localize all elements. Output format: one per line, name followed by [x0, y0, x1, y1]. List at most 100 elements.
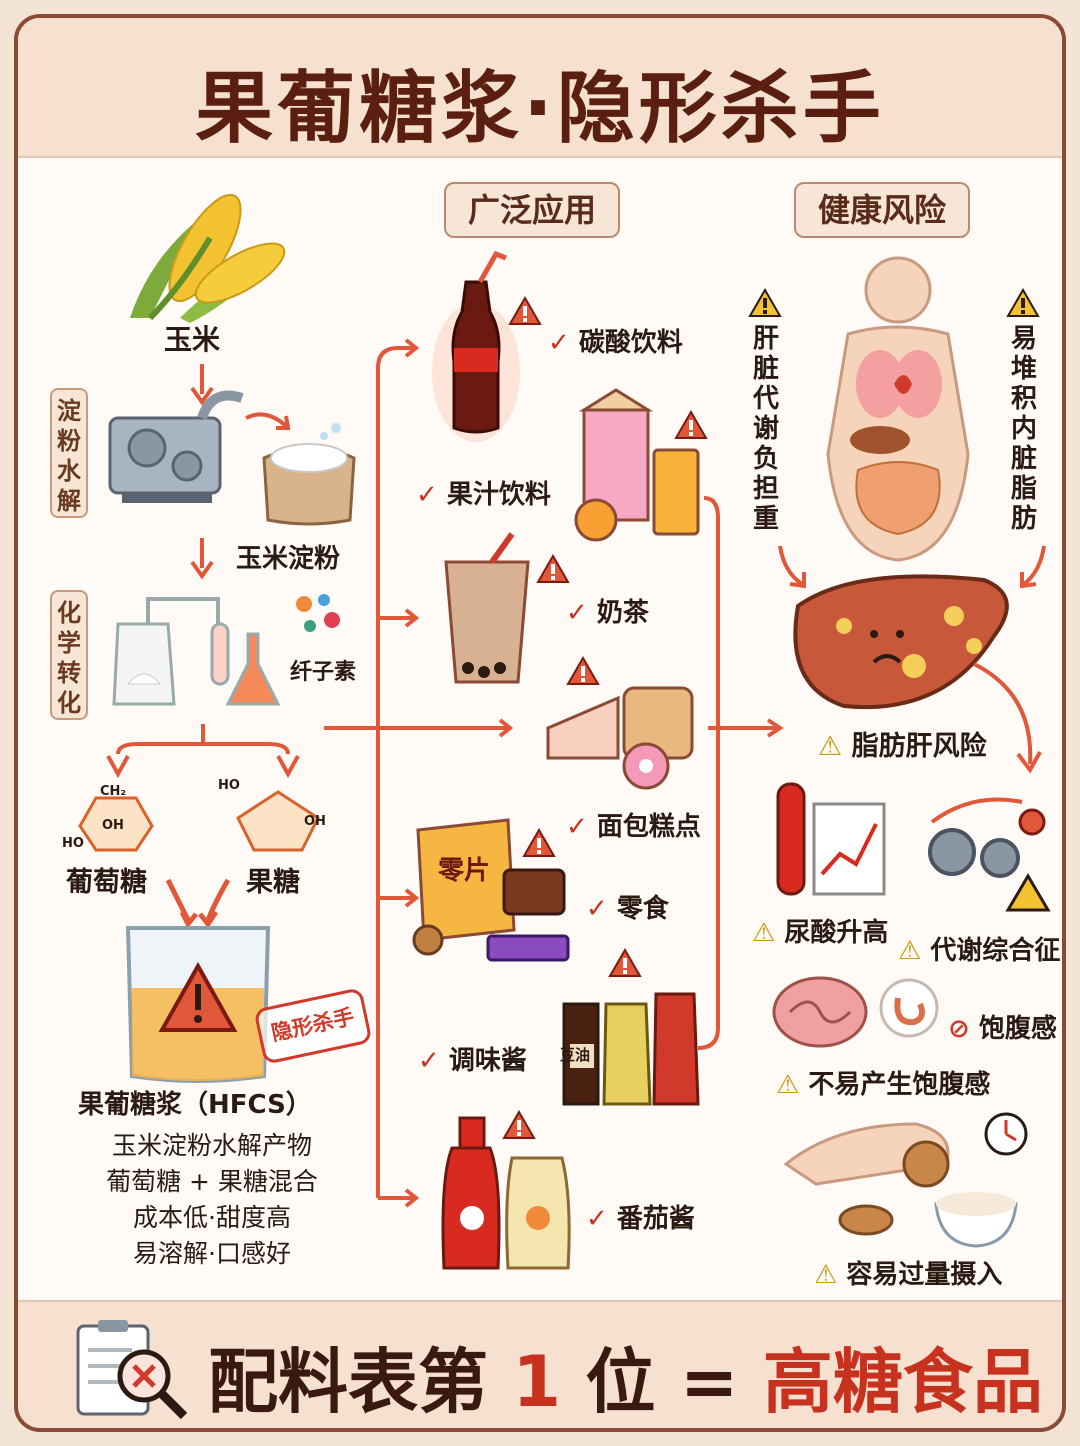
check-icon: ✓: [418, 1046, 440, 1076]
arrow-right-icon: [245, 412, 291, 430]
arrow-icon: [973, 662, 1042, 774]
fructose-ho: HO: [218, 778, 240, 793]
app-label: 碳酸饮料: [578, 328, 683, 358]
risk-label: 饱腹感: [978, 1014, 1057, 1044]
chips-text: 零片: [438, 856, 491, 886]
risk-label: 代谢综合征: [930, 936, 1061, 966]
fructose-structure-icon: [236, 790, 320, 852]
check-icon: ✓: [548, 328, 570, 358]
gears-icon: [928, 797, 1051, 912]
fatty-liver-icon: [793, 574, 1009, 710]
sauce-bottles-icon: [562, 992, 700, 1106]
overeating-icon: [783, 1112, 1028, 1248]
ketchup-icon: [441, 1116, 571, 1270]
risk-uric-acid: ⚠ 尿酸升高: [752, 912, 888, 949]
warning-icon: [608, 947, 642, 977]
human-body-icon: [826, 256, 970, 562]
risk-label: 容易过量摄入: [846, 1260, 1003, 1290]
check-icon: ✓: [566, 812, 588, 842]
step-chemical-conversion: 化学转化: [50, 590, 88, 720]
distribution-arrows: [324, 338, 784, 1208]
warning-icon: ⚠: [814, 1260, 838, 1290]
brain-icon: [772, 976, 868, 1048]
bakery-icon: [546, 686, 694, 790]
arrow-icon: [778, 545, 806, 589]
hfcs-description: 玉米淀粉水解产物 葡萄糖 + 果糖混合 成本低·甜度高 易溶解·口感好: [62, 1128, 362, 1272]
corn-icon: [130, 193, 286, 323]
desc-line: 易溶解·口感好: [133, 1239, 291, 1268]
blood-test-icon: [776, 782, 886, 896]
warning-icon: [1006, 287, 1040, 317]
soy-text: 豆油: [560, 1046, 591, 1064]
machine-icon: [108, 390, 244, 503]
footer-message: 配料表第 1 位 = 高糖食品: [208, 1326, 1043, 1427]
glucose-ho: HO: [62, 836, 84, 851]
warning-icon: ⚠: [818, 731, 843, 762]
risk-label: 脂肪肝风险: [851, 731, 987, 762]
app-carbonated: ✓ 碳酸饮料: [548, 322, 683, 359]
fructose-label: 果糖: [246, 867, 300, 898]
warning-icon: [674, 409, 708, 439]
warning-icon: ⚠: [752, 918, 776, 948]
starch-bag-icon: [262, 423, 356, 526]
header: 果葡糖浆·隐形杀手: [18, 18, 1062, 158]
cellulose-label: 纤子素: [290, 660, 357, 685]
risk-metabolic: ⚠ 代谢综合征: [898, 930, 1060, 967]
risk-overeating: ⚠ 容易过量摄入: [814, 1254, 1002, 1291]
risk-satiety: ⚠ 不易产生饱腹感: [776, 1064, 990, 1101]
app-sauce: ✓ 调味酱: [418, 1040, 527, 1077]
check-icon: ✓: [416, 480, 438, 510]
satiety-icon-label: ⊘ 饱腹感: [948, 1008, 1057, 1045]
step-starch-hydrolysis: 淀粉水解: [50, 388, 88, 518]
stomach-icon: [879, 978, 939, 1038]
footer-highlight: 高糖食品: [762, 1341, 1043, 1423]
cellulose-icon: [296, 594, 340, 632]
app-label: 调味酱: [448, 1046, 527, 1076]
risk-label: 不易产生饱腹感: [808, 1070, 991, 1100]
warning-icon: ⚠: [898, 936, 922, 966]
milk-tea-icon: [444, 532, 530, 684]
arrow-icon: [1020, 545, 1046, 589]
footer-number: 1: [512, 1341, 562, 1423]
no-icon: ⊘: [948, 1014, 970, 1044]
check-icon: ✓: [586, 1204, 608, 1234]
app-juice: ✓ 果汁饮料: [416, 474, 551, 511]
merge-arrows: [165, 878, 231, 929]
arrow-down-icon: [190, 364, 214, 406]
check-icon: ✓: [566, 598, 588, 628]
hfcs-label: 果葡糖浆（HFCS）: [78, 1090, 312, 1120]
glucose-structure-icon: [78, 796, 154, 852]
app-label: 果汁饮料: [446, 480, 551, 510]
corn-label: 玉米: [164, 323, 221, 356]
risk-fatty-liver: ⚠ 脂肪肝风险: [818, 724, 987, 763]
applications-heading: 广泛应用: [444, 182, 621, 238]
warning-icon: [536, 553, 570, 583]
starch-label: 玉米淀粉: [236, 544, 341, 574]
poster-frame: 果葡糖浆·隐形杀手 广泛应用 健康风险 玉米 淀粉水解 玉米淀粉 化学转化: [14, 14, 1066, 1432]
juice-icon: [574, 388, 700, 542]
warning-icon: [748, 287, 782, 317]
warning-icon: ⚠: [776, 1070, 800, 1100]
lab-apparatus-icon: [112, 597, 281, 706]
app-label: 面包糕点: [596, 812, 701, 842]
glucose-ch2: CH₂: [100, 784, 127, 799]
risk-visceral-fat: 易堆积内脏脂肪: [1010, 324, 1037, 534]
footer: 配料表第 1 位 = 高糖食品: [18, 1300, 1062, 1428]
footer-part1: 配料表第: [208, 1341, 513, 1423]
app-snacks: ✓ 零食: [586, 888, 669, 925]
beaker-icon: [125, 926, 271, 1083]
arrow-down-icon: [190, 538, 214, 580]
clipboard-search-icon: [76, 1320, 188, 1420]
warning-icon: [566, 655, 600, 685]
snacks-icon: [412, 818, 570, 962]
risk-label: 尿酸升高: [784, 918, 889, 948]
app-ketchup: ✓ 番茄酱: [586, 1198, 695, 1235]
fructose-oh: OH: [304, 814, 326, 829]
glucose-label: 葡萄糖: [66, 867, 147, 898]
app-bakery: ✓ 面包糕点: [566, 806, 701, 843]
split-arrows: [106, 724, 300, 779]
check-icon: ✓: [586, 894, 608, 924]
footer-part2: 位 =: [561, 1341, 763, 1423]
risk-liver-burden: 肝脏代谢负担重: [752, 324, 779, 534]
soda-bottle-icon: [432, 250, 520, 442]
